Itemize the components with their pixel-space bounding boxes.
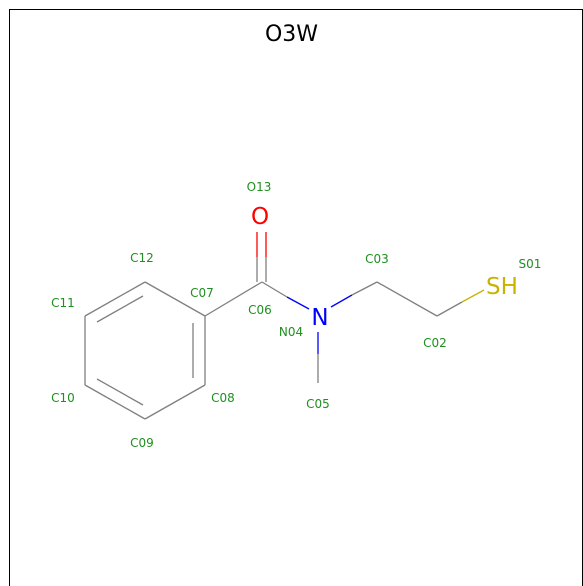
bond-n04-c03-grey	[351, 281, 378, 296]
diagram-frame	[9, 9, 583, 586]
atom-label-c10: C10	[51, 391, 75, 405]
bond-c06-n04-blue	[286, 296, 310, 310]
atom-label-c02: C02	[423, 336, 447, 350]
bond-c02-s01-grey	[436, 301, 463, 317]
atom-label-o13: O13	[247, 180, 272, 194]
bond-n04-c03-blue	[330, 294, 353, 308]
oxygen-atom-symbol: O	[251, 204, 269, 230]
bond-c10-c09	[84, 384, 146, 420]
bond-c07-c12	[144, 281, 206, 317]
atom-label-c08: C08	[211, 391, 235, 405]
atom-label-n04: N04	[279, 325, 303, 339]
bond-c07-c06	[204, 281, 263, 317]
bond-c09-c08	[144, 384, 206, 420]
bond-inner-c12-c11	[96, 295, 144, 323]
bond-layer	[84, 232, 485, 420]
atom-label-c06: C06	[248, 303, 272, 317]
atom-label-c05: C05	[306, 397, 330, 411]
atom-label-c09: C09	[130, 436, 154, 450]
atom-label-s01: S01	[519, 257, 542, 271]
molecule-title: O3W	[264, 22, 319, 47]
atom-label-c12: C12	[130, 251, 154, 265]
nitrogen-atom-symbol: N	[311, 305, 328, 331]
bond-inner-c10-c09	[96, 378, 144, 406]
bond-c03-c02	[376, 281, 438, 317]
atom-label-c03: C03	[365, 252, 389, 266]
bond-c02-s01-yellow	[461, 289, 485, 303]
sulfur-atom-symbol: SH	[486, 274, 518, 300]
atom-label-c11: C11	[51, 296, 75, 310]
atom-label-c07: C07	[190, 286, 214, 300]
bond-c12-c11	[84, 281, 146, 317]
bond-c06-n04-grey	[261, 281, 288, 298]
